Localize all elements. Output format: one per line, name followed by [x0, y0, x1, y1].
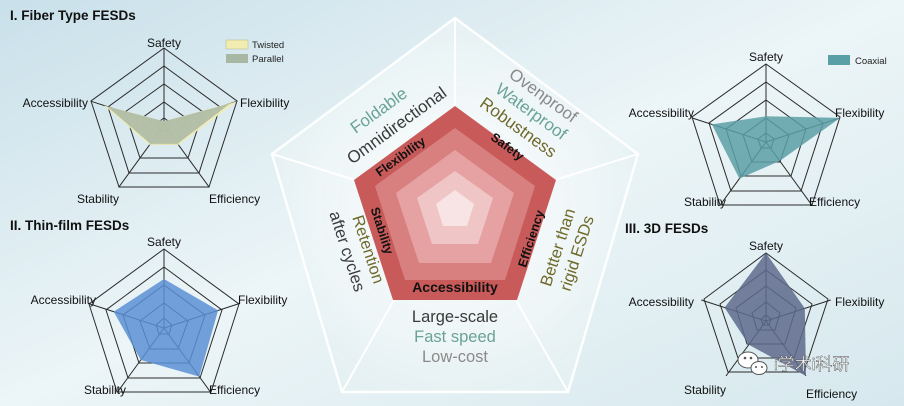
radar-area-series — [113, 279, 219, 377]
axis-label-stability: Stability — [77, 192, 119, 206]
radar-panel-fiber: I. Fiber Type FESDs Safety Flexibility E… — [10, 8, 289, 206]
radar-series-coaxial — [691, 64, 841, 206]
radar-area-coaxial — [711, 116, 841, 179]
radar-series-thin-film — [88, 249, 240, 393]
central-red-pentagon-5 — [436, 190, 474, 226]
axis-label-accessibility: Accessibility — [629, 295, 694, 309]
axis-label-accessibility: Accessibility — [629, 106, 694, 120]
axis-label-efficiency: Efficiency — [809, 195, 860, 209]
center-label-accessibility: Accessibility — [412, 279, 498, 295]
axis-label-efficiency: Efficiency — [209, 383, 260, 397]
central-pentagon-diagram: Flexibility Safety Efficiency Accessibil… — [270, 16, 640, 394]
axis-label-flexibility: Flexibility — [240, 96, 289, 110]
axis-label-safety: Safety — [147, 36, 181, 50]
panel-title-3d: III. 3D FESDs — [625, 221, 708, 236]
panel-title-thin-film: II. Thin-film FESDs — [10, 218, 129, 233]
axis-label-stability: Stability — [84, 383, 126, 397]
legend-fiber: Twisted Parallel — [225, 39, 284, 65]
axis-label-flexibility: Flexibility — [835, 295, 884, 309]
axis-label-safety: Safety — [749, 239, 783, 253]
legend-swatch-coaxial — [828, 55, 850, 65]
axis-label-safety: Safety — [749, 50, 783, 64]
wechat-icon — [737, 351, 768, 375]
axis-label-accessibility: Accessibility — [31, 293, 96, 307]
axis-label-flexibility: Flexibility — [835, 106, 884, 120]
radar-series-3d — [701, 253, 831, 377]
rim-text-low-cost: Low-cost — [422, 348, 488, 366]
legend-swatch-twisted — [225, 39, 249, 50]
radar-panel-thin-film: II. Thin-film FESDs Safety Flexibility E… — [10, 218, 287, 397]
legend-swatch-parallel — [226, 54, 248, 63]
radar-area-parallel — [106, 103, 230, 144]
axis-label-stability: Stability — [684, 195, 726, 209]
rim-group-accessibility: Large-scale Fast speed Low-cost — [412, 308, 498, 366]
legend-coaxial: Coaxial — [828, 55, 887, 67]
axis-label-accessibility: Accessibility — [23, 96, 88, 110]
radar-grid-fiber — [90, 47, 238, 188]
watermark-text: i学术i科研 — [774, 355, 850, 374]
legend-label-coaxial: Coaxial — [855, 56, 887, 67]
radar-panel-coaxial: Safety Flexibility Efficiency Stability … — [629, 50, 887, 209]
rim-text-large-scale: Large-scale — [412, 308, 498, 326]
rim-text-fast-speed: Fast speed — [414, 328, 496, 346]
axis-label-flexibility: Flexibility — [238, 293, 287, 307]
legend-label-parallel: Parallel — [252, 54, 284, 65]
central-dividers — [271, 18, 639, 393]
radar-series-fiber — [90, 48, 238, 188]
axis-label-efficiency: Efficiency — [806, 387, 857, 401]
axis-label-safety: Safety — [147, 235, 181, 249]
axis-label-stability: Stability — [684, 383, 726, 397]
watermark: i学术i科研 — [737, 351, 850, 375]
panel-title-fiber: I. Fiber Type FESDs — [10, 8, 136, 23]
axis-label-efficiency: Efficiency — [209, 192, 260, 206]
legend-label-twisted: Twisted — [252, 40, 284, 51]
radar-area-series — [724, 253, 806, 376]
radar-panel-3d: III. 3D FESDs Safety Flexibility Efficie… — [625, 221, 884, 401]
